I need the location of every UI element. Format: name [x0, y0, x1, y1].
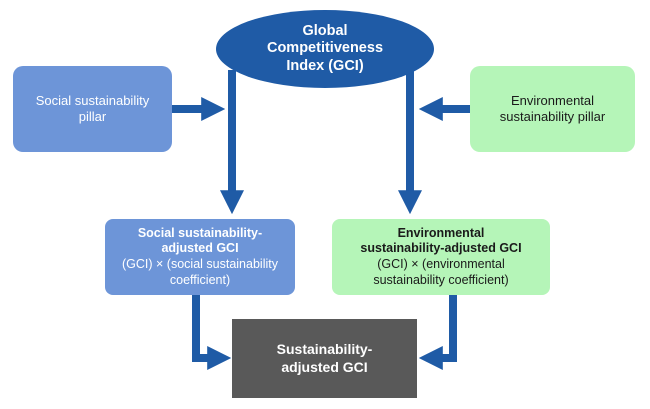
social-adjusted-gci-box: Social sustainability- adjusted GCI (GCI…: [105, 219, 295, 295]
social-adjusted-title-line-1: Social sustainability-: [137, 225, 263, 240]
env-adjusted-title-line-2: sustainability-adjusted GCI: [360, 241, 522, 256]
gci-label-line-3: Index (GCI): [286, 57, 364, 74]
final-box-line-1: Sustainability-: [276, 341, 373, 357]
gci-label-line-1: Global: [302, 22, 348, 39]
environmental-sustainability-pillar-box: Environmental sustainability pillar: [470, 66, 635, 152]
env-adjusted-formula-line-1: (GCI) × (environmental: [377, 257, 505, 271]
final-box-line-2: adjusted GCI: [281, 358, 368, 375]
env-pillar-line-2: sustainability pillar: [499, 109, 606, 124]
arrow-env-adjusted-to-final: [418, 295, 457, 370]
sustainability-adjusted-gci-box: Sustainability- adjusted GCI: [232, 319, 417, 398]
env-adjusted-title-line-1: Environmental: [397, 225, 485, 240]
env-pillar-line-1: Environmental: [510, 92, 595, 108]
arrow-social-adjusted-to-final: [192, 295, 232, 370]
env-adjusted-formula-line-2: sustainability coefficient): [373, 272, 509, 287]
social-sustainability-pillar-box: Social sustainability pillar: [13, 66, 172, 152]
social-pillar-line-1: Social sustainability: [35, 92, 150, 108]
social-pillar-line-2: pillar: [78, 109, 107, 124]
gci-label-line-2: Competitiveness: [266, 40, 384, 57]
social-adjusted-formula-line-1: (GCI) × (social sustainability: [122, 257, 278, 271]
social-adjusted-formula-line-2: coefficient): [169, 272, 231, 287]
environmental-adjusted-gci-box: Environmental sustainability-adjusted GC…: [332, 219, 550, 295]
gci-node: Global Competitiveness Index (GCI): [216, 10, 434, 88]
social-adjusted-title-line-2: adjusted GCI: [161, 241, 239, 256]
